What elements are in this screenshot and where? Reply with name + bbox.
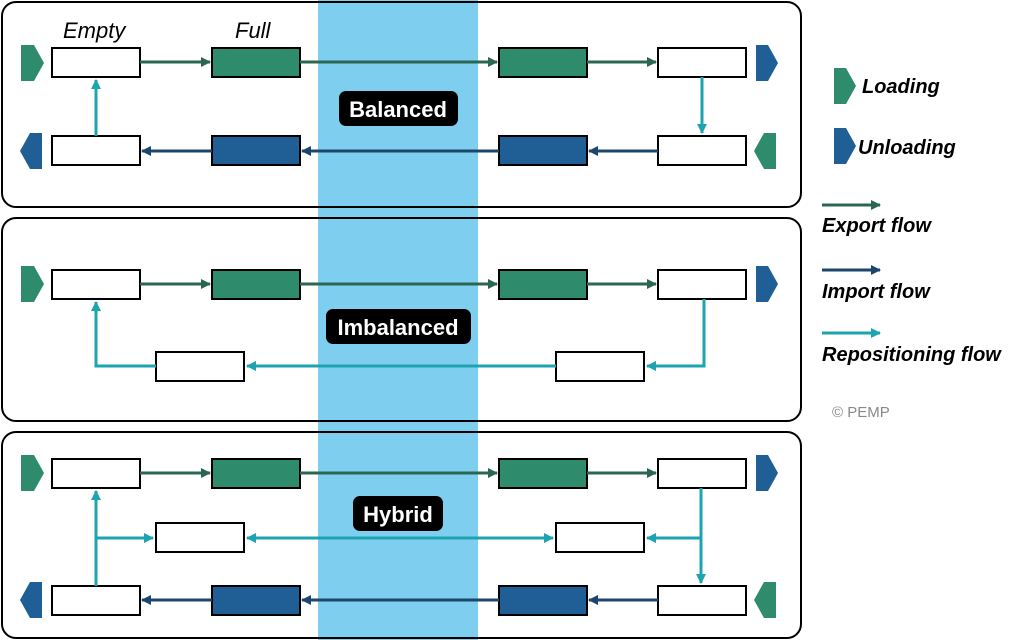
legend-unloading-label: Unloading (858, 137, 956, 159)
empty-container (155, 351, 245, 382)
panel-balanced: Balanced (20, 45, 778, 169)
empty-container (51, 585, 141, 616)
empty-container (657, 585, 747, 616)
empty-container (51, 269, 141, 300)
panel-balanced-frame (1, 1, 802, 208)
unloading-icon (756, 45, 778, 81)
full-column-label: Full (235, 18, 272, 43)
unloading-icon (756, 455, 778, 491)
panel-imbalanced: Imbalanced (21, 266, 778, 382)
full-export-container (498, 269, 588, 300)
full-export-container (211, 269, 301, 300)
loading-icon (21, 455, 44, 491)
repositioning-flow-arrow (91, 301, 156, 368)
copyright: © PEMP (832, 404, 890, 421)
scenario-label-bg (339, 91, 458, 126)
full-import-container (498, 135, 588, 166)
scenario-label: Hybrid (363, 502, 433, 527)
empty-container (51, 47, 141, 78)
scenario-label: Imbalanced (337, 315, 458, 340)
loading-icon (754, 582, 776, 618)
unloading-icon (20, 582, 42, 618)
legend: Loading Unloading Export flow Import flo… (822, 68, 1002, 421)
loading-icon (834, 68, 856, 104)
legend-export-flow-label: Export flow (822, 215, 932, 237)
loading-icon (754, 133, 776, 169)
legend-import-flow-label: Import flow (822, 281, 931, 303)
full-import-container (211, 135, 301, 166)
empty-container (155, 522, 245, 553)
full-export-container (211, 47, 301, 78)
full-export-container (498, 47, 588, 78)
unloading-icon (834, 128, 856, 164)
loading-icon (21, 266, 44, 302)
full-import-container (498, 585, 588, 616)
empty-column-label: Empty (63, 18, 127, 43)
empty-container (657, 269, 747, 300)
empty-container (555, 351, 645, 382)
scenario-label: Balanced (349, 97, 447, 122)
empty-container (657, 47, 747, 78)
scenario-label-bg (326, 309, 471, 344)
empty-container (51, 458, 141, 489)
empty-container (657, 135, 747, 166)
panel-hybrid: Hybrid (20, 455, 778, 618)
panel-hybrid-frame (1, 431, 802, 639)
scenario-label-bg (353, 496, 443, 531)
legend-repositioning-flow-label: Repositioning flow (822, 344, 1002, 366)
full-export-container (211, 458, 301, 489)
unloading-icon (20, 133, 42, 169)
legend-loading-label: Loading (862, 76, 940, 98)
empty-container (51, 135, 141, 166)
repositioning-flow-arrow (646, 299, 706, 371)
empty-container (657, 458, 747, 489)
full-export-container (498, 458, 588, 489)
panel-imbalanced-frame (1, 217, 802, 422)
empty-container (555, 522, 645, 553)
full-import-container (211, 585, 301, 616)
unloading-icon (756, 266, 778, 302)
loading-icon (21, 45, 44, 81)
